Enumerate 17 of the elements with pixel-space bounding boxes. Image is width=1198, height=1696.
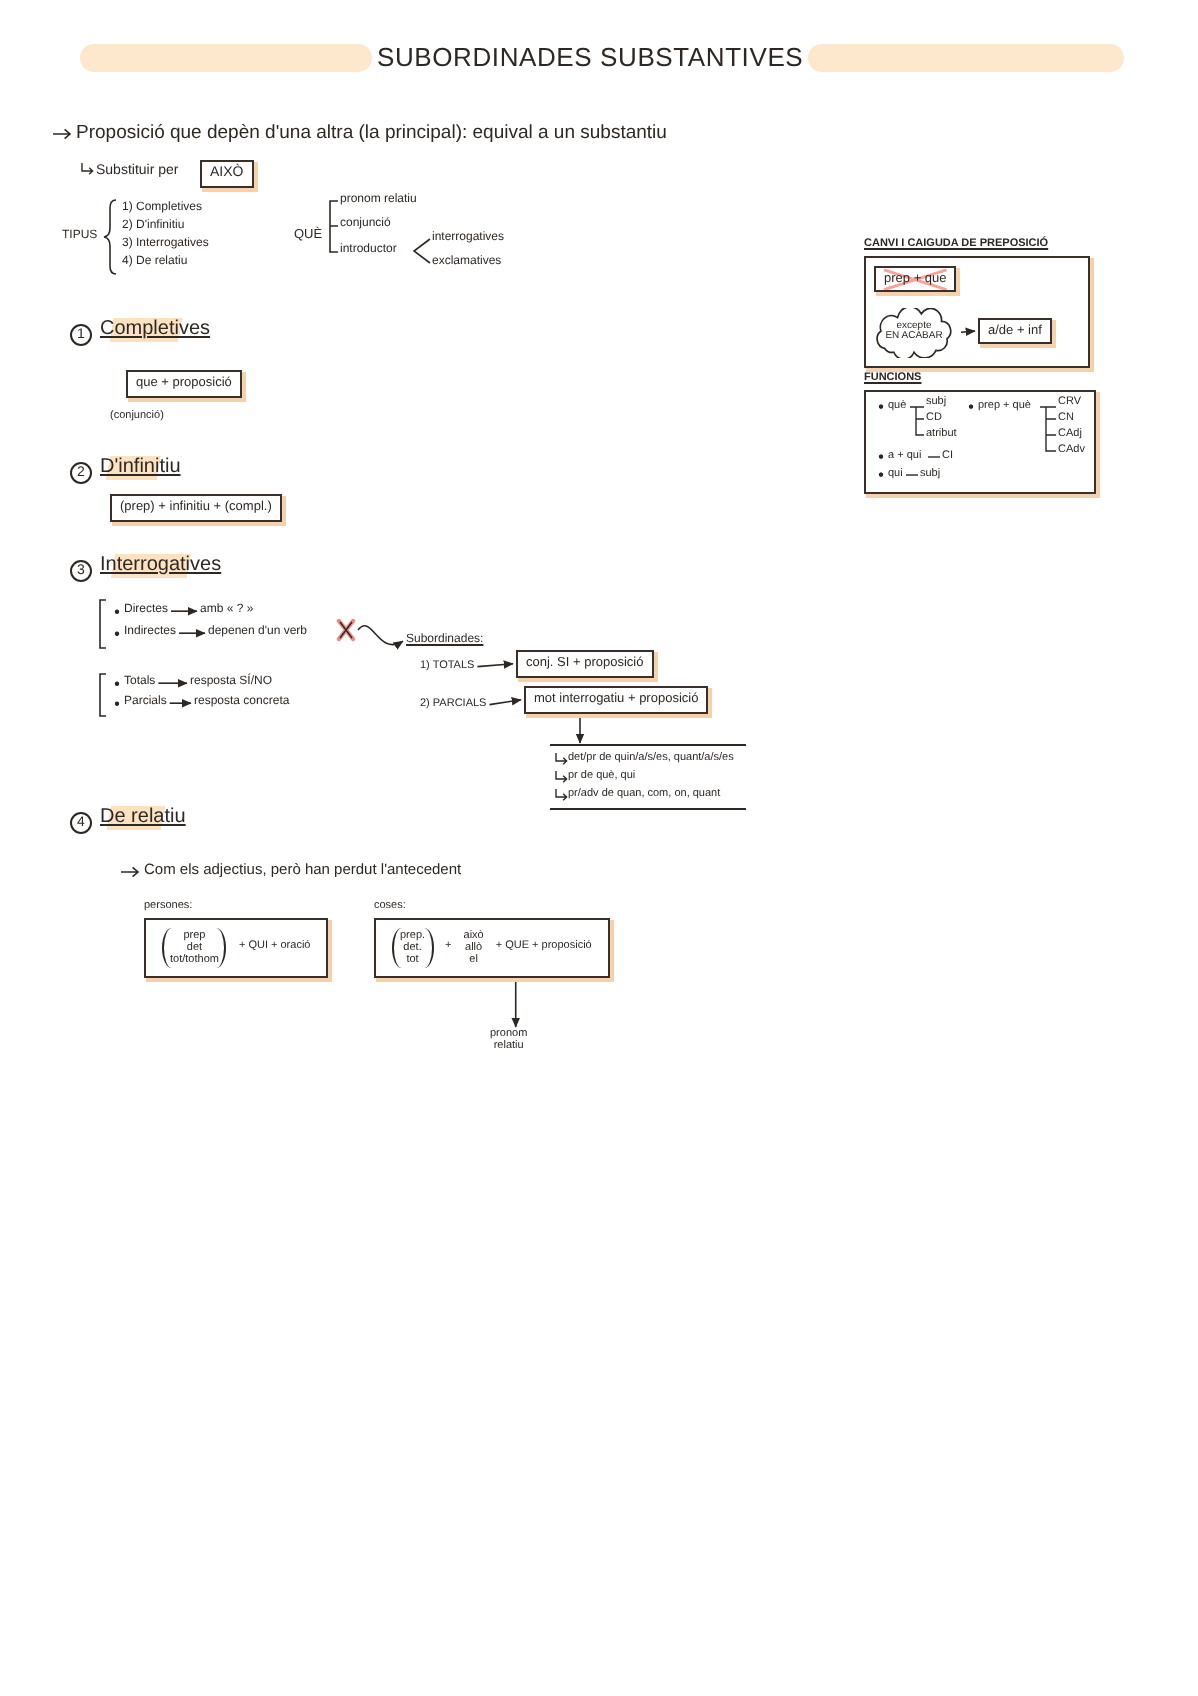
arrow bbox=[511, 977, 521, 1028]
cross-icon bbox=[336, 618, 356, 642]
title: SUBORDINADES SUBSTANTIVES bbox=[377, 42, 804, 74]
section-heading: Completives bbox=[100, 318, 211, 342]
arrow bbox=[575, 713, 585, 744]
section-heading: Interrogatives bbox=[100, 554, 222, 578]
arrow bbox=[960, 327, 976, 337]
section-heading: D'infinitiu bbox=[100, 456, 181, 480]
arrow bbox=[178, 628, 206, 638]
bracketed-list bbox=[550, 744, 746, 810]
arrow bbox=[476, 660, 514, 669]
arrow bbox=[157, 678, 188, 688]
note-text: Proposició que depèn d'una altra (la principal): equival a un substantiu bbox=[76, 122, 667, 145]
arrow bbox=[168, 698, 192, 708]
arrow bbox=[488, 696, 522, 706]
arrow bbox=[170, 606, 198, 616]
section-heading: De relatiu bbox=[100, 806, 186, 830]
